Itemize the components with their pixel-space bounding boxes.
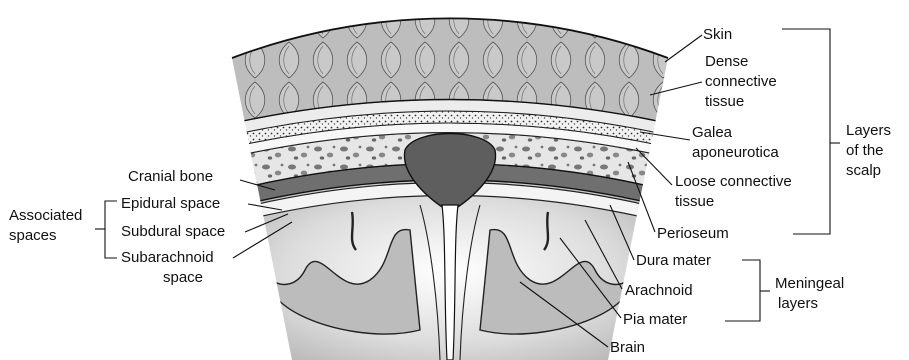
group-spaces-2: spaces [9, 227, 57, 244]
label-epidural: Epidural space [121, 195, 220, 212]
tissue-section [180, 5, 720, 360]
group-scalp-2: of the [846, 142, 884, 159]
label-brain: Brain [610, 339, 645, 356]
group-scalp-3: scalp [846, 162, 881, 179]
left-labels: Cranial bone Epidural space Subdural spa… [9, 168, 292, 286]
group-meninges-1: Meningeal [775, 275, 844, 292]
label-pia: Pia mater [623, 311, 687, 328]
label-dura: Dura mater [636, 252, 711, 269]
label-galea-1: Galea [692, 124, 733, 141]
label-dense-3: tissue [705, 93, 744, 110]
label-arachnoid: Arachnoid [625, 282, 693, 299]
label-dense-2: connective [705, 73, 777, 90]
group-scalp-1: Layers [846, 122, 891, 139]
label-loose-2: tissue [675, 193, 714, 210]
label-galea-2: aponeurotica [692, 144, 779, 161]
label-loose-1: Loose connective [675, 173, 792, 190]
label-skin: Skin [703, 26, 732, 43]
label-subarachnoid-1: Subarachnoid [121, 249, 214, 266]
group-spaces-1: Associated [9, 207, 82, 224]
label-perioseum: Perioseum [657, 225, 729, 242]
label-subdural: Subdural space [121, 223, 225, 240]
group-meninges-2: layers [778, 295, 818, 312]
label-cranial-bone: Cranial bone [128, 168, 213, 185]
label-dense-1: Dense [705, 53, 748, 70]
label-subarachnoid-2: space [163, 269, 203, 286]
